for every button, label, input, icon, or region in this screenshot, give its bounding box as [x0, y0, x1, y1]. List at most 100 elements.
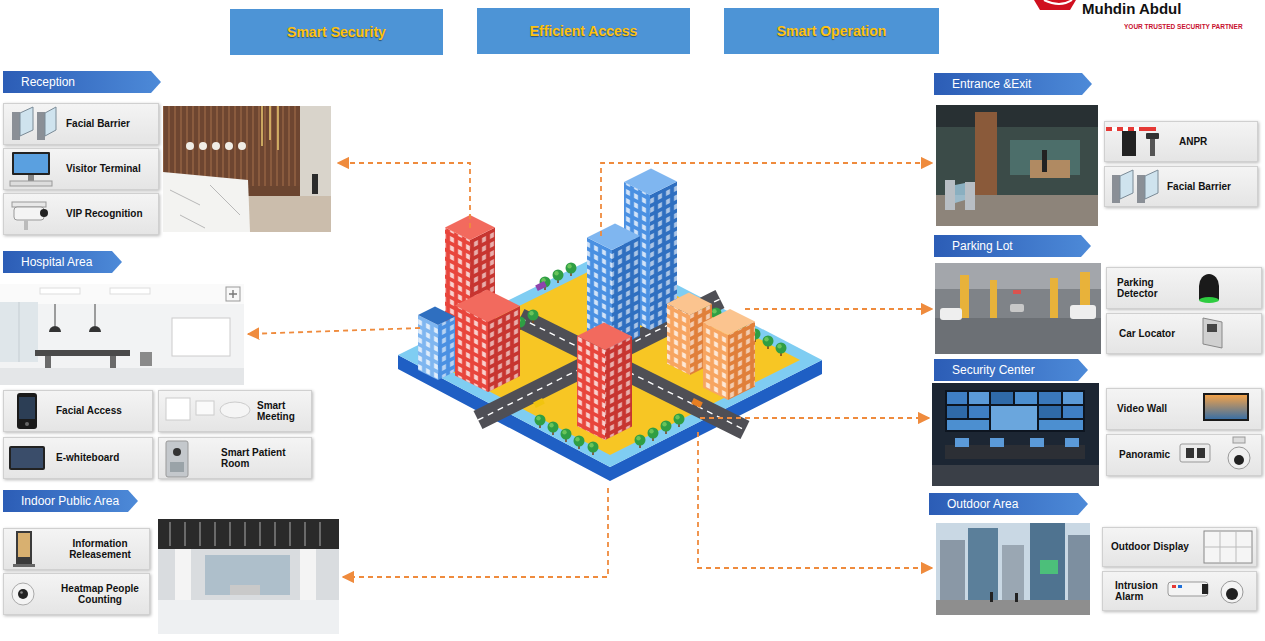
- city-illustration: [728, 322, 755, 401]
- logo-name: Muhdin Abdul: [1082, 0, 1181, 17]
- device-box: Visitor Terminal: [3, 148, 159, 190]
- logo-tagline: YOUR TRUSTED SECURITY PARTNER: [1124, 23, 1243, 30]
- area-title: Reception: [21, 75, 75, 89]
- area-title: Indoor Public Area: [21, 494, 119, 508]
- device-name: Outdoor Display: [1111, 541, 1189, 553]
- parking-photo: [935, 263, 1101, 354]
- facial-barrier-icon: [20, 107, 33, 136]
- city-illustration: [438, 317, 455, 381]
- outdoor-photo: [990, 592, 993, 602]
- device-name: Smart Meeting: [257, 400, 311, 423]
- reception-photo: [269, 106, 271, 140]
- device-name: Panoramic: [1119, 449, 1170, 461]
- parking-detector-icon: [1199, 297, 1219, 303]
- device-box: Intrusion Alarm: [1102, 571, 1257, 611]
- city-illustration: [703, 323, 728, 401]
- hospital-photo: [95, 304, 96, 326]
- device-name: Facial Barrier: [66, 118, 130, 130]
- security-center-photo: [1030, 438, 1044, 447]
- logo-mark: [1034, 0, 1076, 10]
- device-box: VIP Recognition: [3, 193, 159, 235]
- area-title: Hospital Area: [21, 255, 92, 269]
- video-wall-icon: [1205, 395, 1247, 419]
- indoor-photo: [158, 519, 339, 634]
- reception-photo: [163, 106, 331, 232]
- whiteboard-icon: [9, 446, 45, 470]
- security-center-photo: [1039, 392, 1061, 404]
- anpr-barrier-icon: [1123, 127, 1128, 131]
- city-illustration: [588, 442, 599, 456]
- city-illustration: [728, 322, 755, 401]
- hospital-photo: [40, 288, 80, 294]
- entrance-photo: [955, 183, 965, 203]
- entrance-photo: [936, 105, 1098, 226]
- device-box: Outdoor Display: [1102, 527, 1257, 567]
- outdoor-display-icon: [1204, 531, 1252, 563]
- panoramic-camera-icon: [1197, 448, 1205, 458]
- visitor-terminal-icon: [10, 181, 52, 186]
- entrance-photo: [965, 182, 975, 210]
- city-illustration: [533, 398, 545, 408]
- hospital-photo: [229, 290, 237, 298]
- facial-barrier-icon: [37, 112, 45, 140]
- city-illustration: [605, 337, 632, 441]
- device-name: Facial Barrier: [1167, 181, 1231, 193]
- info-kiosk-icon: [16, 531, 32, 565]
- leader-arrows: [343, 488, 608, 577]
- anpr-barrier-icon: [1150, 138, 1155, 156]
- reception-photo: [170, 185, 240, 228]
- security-center-photo: [1039, 406, 1061, 418]
- fisheye-camera-icon: [20, 591, 23, 594]
- visitor-terminal-icon: [10, 152, 52, 186]
- intrusion-camera-icon: [1226, 588, 1238, 600]
- security-center-photo: [1063, 406, 1083, 418]
- area-title: Parking Lot: [952, 239, 1013, 253]
- parking-detector-icon: [1199, 274, 1219, 303]
- device-box: Smart Meeting: [158, 390, 312, 432]
- intrusion-camera-icon: [1202, 584, 1208, 594]
- facial-barrier-icon: [1137, 175, 1145, 203]
- facial-barrier-icon: [1112, 170, 1158, 203]
- device-box: Facial Access: [3, 390, 153, 432]
- leader-arrows: [698, 432, 932, 568]
- anpr-barrier-icon: [1134, 127, 1139, 131]
- city-illustration: [535, 415, 546, 429]
- device-name: Video Wall: [1117, 403, 1167, 415]
- outdoor-photo: [936, 523, 1090, 615]
- indoor-photo: [158, 519, 339, 549]
- entrance-photo: [975, 112, 997, 207]
- security-center-photo: [1039, 420, 1083, 430]
- video-wall-icon: [1203, 393, 1249, 421]
- hospital-photo: [172, 318, 230, 356]
- intrusion-camera-icon: [1168, 581, 1243, 603]
- reception-photo: [277, 106, 279, 150]
- entrance-photo: [1042, 150, 1047, 172]
- entrance-photo: [945, 180, 955, 210]
- hospital-photo: [0, 368, 244, 385]
- area-tab: Hospital Area: [3, 251, 122, 273]
- parking-photo: [935, 318, 1101, 354]
- parking-photo: [990, 280, 997, 318]
- vip-camera-icon: [14, 207, 44, 220]
- parking-photo: [1013, 290, 1021, 294]
- smart-meeting-icon: [166, 398, 250, 420]
- city-illustration: [587, 224, 640, 251]
- area-tab: Reception: [3, 71, 161, 93]
- facial-access-icon: [17, 393, 37, 429]
- facial-barrier-icon: [45, 107, 56, 136]
- outdoor-photo: [1030, 523, 1065, 608]
- panoramic-camera-icon: [1180, 444, 1210, 462]
- area-tab: Security Center: [934, 359, 1088, 381]
- device-name: Parking Detector: [1117, 277, 1169, 300]
- device-box: Panoramic: [1106, 434, 1262, 476]
- area-title: Outdoor Area: [947, 497, 1018, 511]
- device-box: Facial Barrier: [1104, 166, 1258, 207]
- tab-shape: [3, 251, 122, 273]
- security-center-photo: [991, 392, 1013, 404]
- car-locator-icon: [1203, 318, 1222, 348]
- area-tab: Parking Lot: [934, 235, 1091, 257]
- city-illustration: [624, 169, 677, 196]
- area-title: Security Center: [952, 363, 1035, 377]
- indoor-photo: [205, 555, 290, 595]
